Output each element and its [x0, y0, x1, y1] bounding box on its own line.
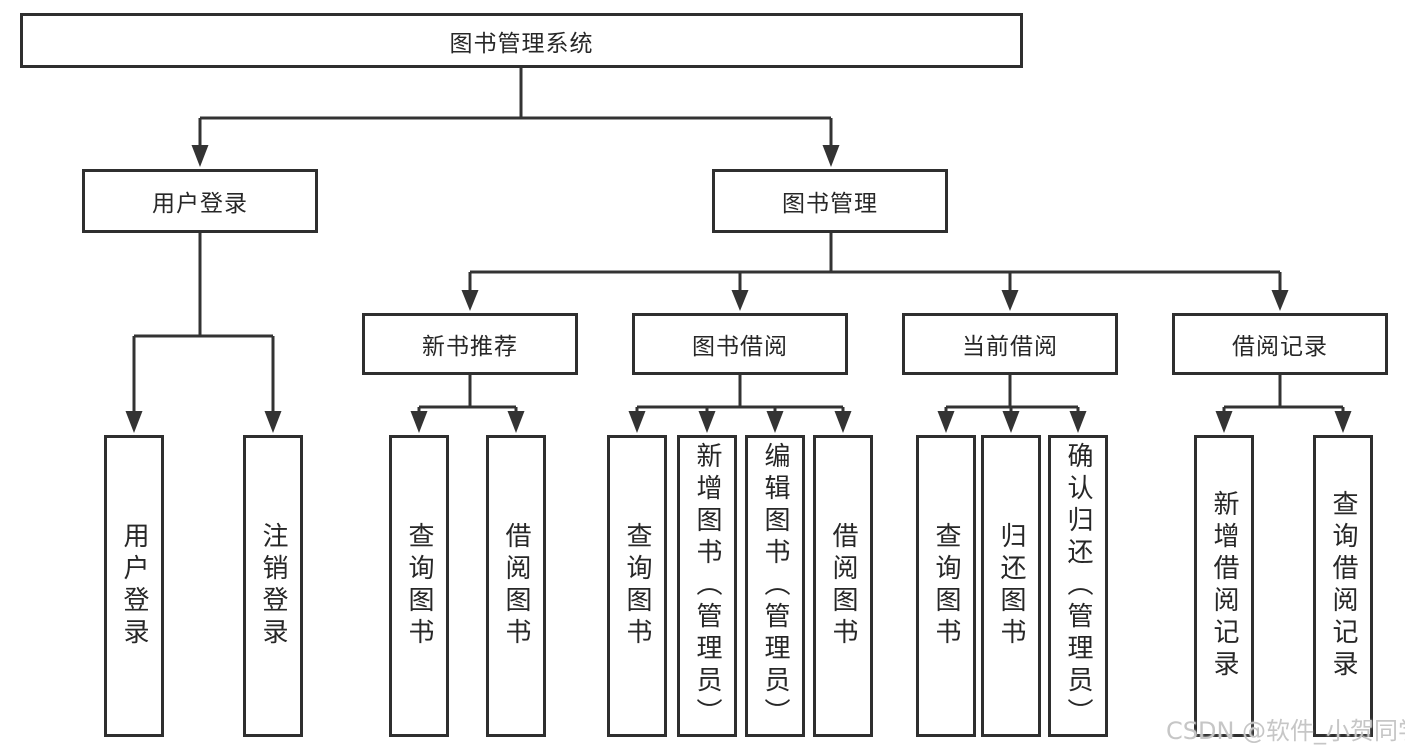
leaf-add-borrow-record: 新增借阅记录 [1194, 435, 1254, 737]
leaf-confirm-return-admin: 确认归还（管理员） [1048, 435, 1108, 737]
node-borrow-records-label: 借阅记录 [1232, 334, 1328, 360]
node-root: 图书管理系统 [20, 13, 1023, 68]
leaf-query-books-borrow: 查询图书 [607, 435, 667, 737]
node-borrow-records: 借阅记录 [1172, 313, 1388, 375]
node-current-borrow-label: 当前借阅 [962, 334, 1058, 360]
node-user-login-label: 用户登录 [152, 191, 248, 217]
leaf-return-books-label: 归还图书 [996, 522, 1026, 650]
leaf-user-login-label: 用户登录 [119, 522, 149, 650]
leaf-query-books-recommend: 查询图书 [389, 435, 449, 737]
node-book-management-label: 图书管理 [782, 191, 878, 217]
leaf-user-login: 用户登录 [104, 435, 164, 737]
leaf-add-books-admin: 新增图书（管理员） [677, 435, 737, 737]
leaf-query-borrow-record-label: 查询借阅记录 [1328, 490, 1358, 682]
leaf-edit-books-admin-label: 编辑图书（管理员） [760, 442, 790, 730]
node-book-borrow: 图书借阅 [632, 313, 848, 375]
node-user-login: 用户登录 [82, 169, 318, 233]
node-new-book-recommend: 新书推荐 [362, 313, 578, 375]
leaf-borrow-books-recommend: 借阅图书 [486, 435, 546, 737]
arrowhead-icons [125, 145, 1352, 433]
watermark: CSDN @软件_小贺同学 [1166, 717, 1405, 745]
node-new-book-recommend-label: 新书推荐 [422, 334, 518, 360]
leaf-logout-label: 注销登录 [258, 522, 288, 650]
leaf-add-books-admin-label: 新增图书（管理员） [692, 442, 722, 730]
node-root-label: 图书管理系统 [449, 30, 594, 57]
leaf-add-borrow-record-label: 新增借阅记录 [1209, 490, 1239, 682]
leaf-query-books-current: 查询图书 [916, 435, 976, 737]
leaf-borrow-books-recommend-label: 借阅图书 [501, 522, 531, 650]
leaf-borrow-books-label: 借阅图书 [828, 522, 858, 650]
leaf-edit-books-admin: 编辑图书（管理员） [745, 435, 805, 737]
leaf-query-books-current-label: 查询图书 [931, 522, 961, 650]
leaf-query-borrow-record: 查询借阅记录 [1313, 435, 1373, 737]
node-current-borrow: 当前借阅 [902, 313, 1118, 375]
leaf-return-books: 归还图书 [981, 435, 1041, 737]
node-book-management: 图书管理 [712, 169, 948, 233]
leaf-query-books-borrow-label: 查询图书 [622, 522, 652, 650]
leaf-borrow-books: 借阅图书 [813, 435, 873, 737]
leaf-logout: 注销登录 [243, 435, 303, 737]
leaf-confirm-return-admin-label: 确认归还（管理员） [1063, 442, 1093, 730]
leaf-query-books-recommend-label: 查询图书 [404, 522, 434, 650]
node-book-borrow-label: 图书借阅 [692, 334, 788, 360]
